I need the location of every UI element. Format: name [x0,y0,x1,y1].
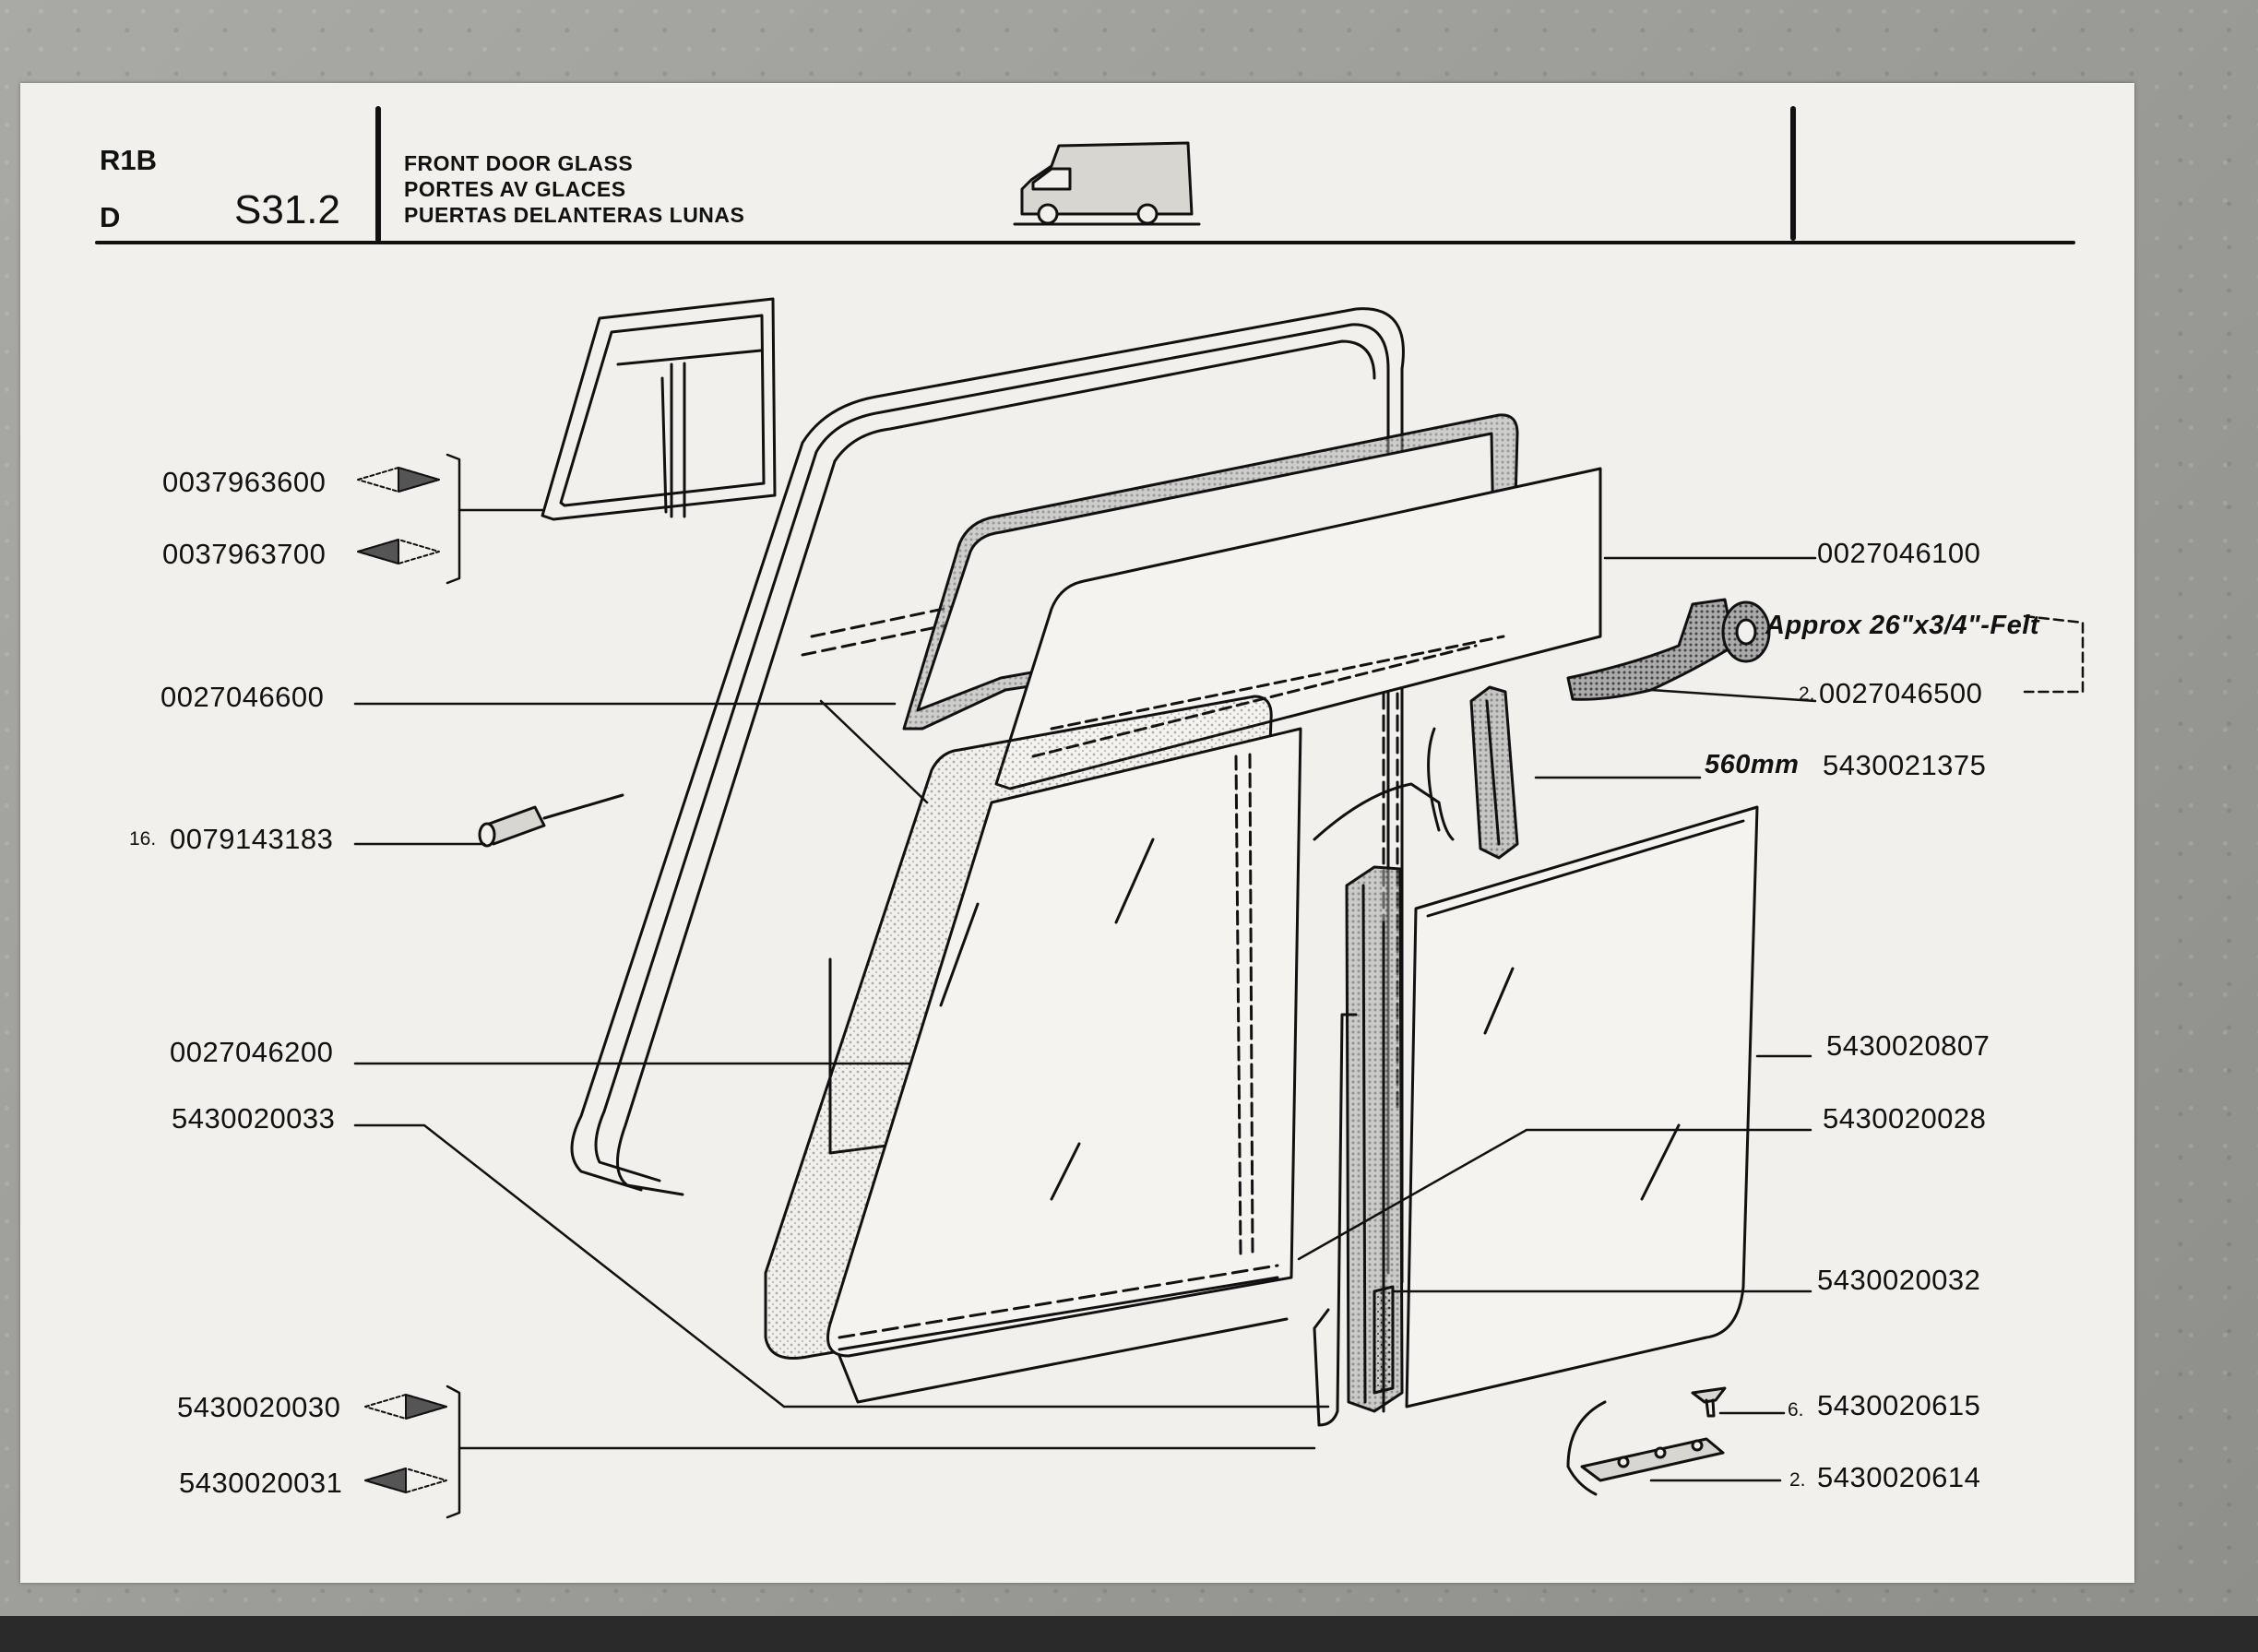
felt-note-text: Approx 26"x [1765,611,1930,640]
model-code: R1B [100,144,158,176]
part-number-label: 0037963600 [162,466,327,498]
part-number-label: 0027046600 [160,681,325,713]
title-english: FRONT DOOR GLASS [404,151,634,175]
part-number-label: 5430020031 [179,1467,343,1499]
leader-lines [353,453,2085,1519]
division-channel-short [1313,685,1519,860]
felt-note-fraction: 3/4"-Felt [1929,611,2039,640]
triangle-left-icon [364,1468,447,1493]
bottom-border [0,1616,2258,1652]
part-number-label: 0027046100 [1817,537,1981,569]
van-icon [1013,141,1201,226]
triangle-right-icon [364,1394,447,1420]
mounting-bracket [1566,1400,1725,1496]
part-number-label: 5430020033 [172,1102,336,1135]
part-number-label: 5430020615 [1817,1389,1981,1421]
rivet [478,793,624,848]
division-channel-tall [1313,865,1404,1427]
felt-note: Approx 26"x3/4"-Felt [1765,611,2039,641]
triangle-left-icon [357,539,440,565]
part-number-label: 5430020030 [177,1391,341,1423]
part-number-label: 5430020807 [1826,1029,1991,1062]
part-number-label: 5430020614 [1817,1461,1981,1493]
screw [1691,1386,1727,1418]
part-number-label: 0027046500 [1819,677,1983,709]
part-number-label: 0079143183 [170,823,334,855]
part-number-label: 5430020032 [1817,1264,1981,1296]
part-number-label: 0027046200 [170,1036,334,1068]
part-number-label: 5430021375 [1823,749,1987,781]
quantity-label: 16. [129,828,157,850]
title-french: PORTES AV GLACES [404,177,626,201]
glass-seal-strip [1373,1285,1395,1395]
quarter-vent-window [541,297,777,521]
felt-roll [1566,598,1771,701]
part-number-label: 0037963700 [162,538,327,570]
lower-door-glass [826,727,1302,1404]
part-number-label: 5430020028 [1823,1102,1987,1135]
title-spanish: PUERTAS DELANTERAS LUNAS [404,203,745,227]
rear-fixed-glass [1405,805,1759,1408]
triangle-right-icon [357,467,440,493]
variant-code: D [100,201,121,233]
quantity-label: 2. [1799,683,1815,705]
length-note: 560mm [1705,750,1800,779]
section-code: S31.2 [234,187,340,232]
quantity-label: 2. [1789,1469,1806,1491]
quantity-label: 6. [1788,1399,1804,1420]
